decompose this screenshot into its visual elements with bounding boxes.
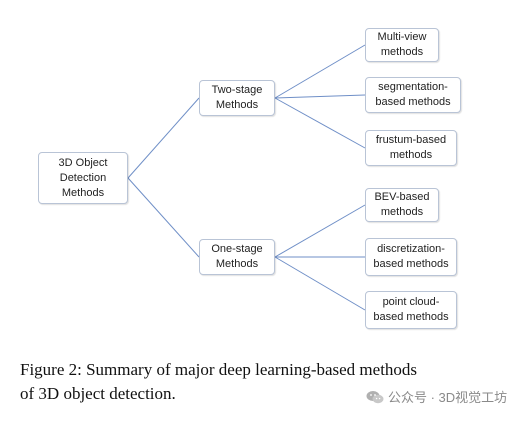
edge-root-two-stage — [127, 97, 200, 179]
edge-one-stage-bev — [274, 204, 366, 258]
node-root-label: 3D Object Detection Methods — [58, 156, 108, 199]
node-two-stage: Two-stage Methods — [199, 80, 275, 116]
watermark-text: 公众号 · 3D视觉工坊 — [388, 390, 508, 405]
edge-root-one-stage — [127, 177, 200, 258]
node-bev: BEV-based methods — [365, 188, 439, 222]
node-root: 3D Object Detection Methods — [38, 152, 128, 204]
node-multi-view: Multi-view methods — [365, 28, 439, 62]
node-segmentation: segmentation- based methods — [365, 77, 461, 113]
node-two-stage-label: Two-stage Methods — [211, 84, 263, 111]
node-multi-view-label: Multi-view methods — [377, 31, 427, 58]
node-point-cloud: point cloud- based methods — [365, 291, 457, 329]
node-one-stage-label: One-stage Methods — [211, 243, 263, 270]
edge-two-stage-multi-view — [274, 44, 366, 99]
node-frustum-label: frustum-based methods — [375, 134, 447, 161]
watermark: 公众号 · 3D视觉工坊 — [366, 387, 507, 406]
node-frustum: frustum-based methods — [365, 130, 457, 166]
edge-one-stage-point-cloud — [274, 256, 366, 311]
figure-caption: Figure 2: Summary of major deep learning… — [20, 360, 418, 403]
node-discretization-label: discretization- based methods — [373, 243, 449, 270]
node-one-stage: One-stage Methods — [199, 239, 275, 275]
edge-two-stage-segmentation — [274, 94, 366, 99]
edge-two-stage-frustum — [274, 97, 366, 149]
node-point-cloud-label: point cloud- based methods — [373, 296, 449, 323]
node-discretization: discretization- based methods — [365, 238, 457, 276]
node-segmentation-label: segmentation- based methods — [375, 81, 451, 108]
node-bev-label: BEV-based methods — [374, 191, 430, 218]
wechat-icon — [366, 390, 384, 403]
